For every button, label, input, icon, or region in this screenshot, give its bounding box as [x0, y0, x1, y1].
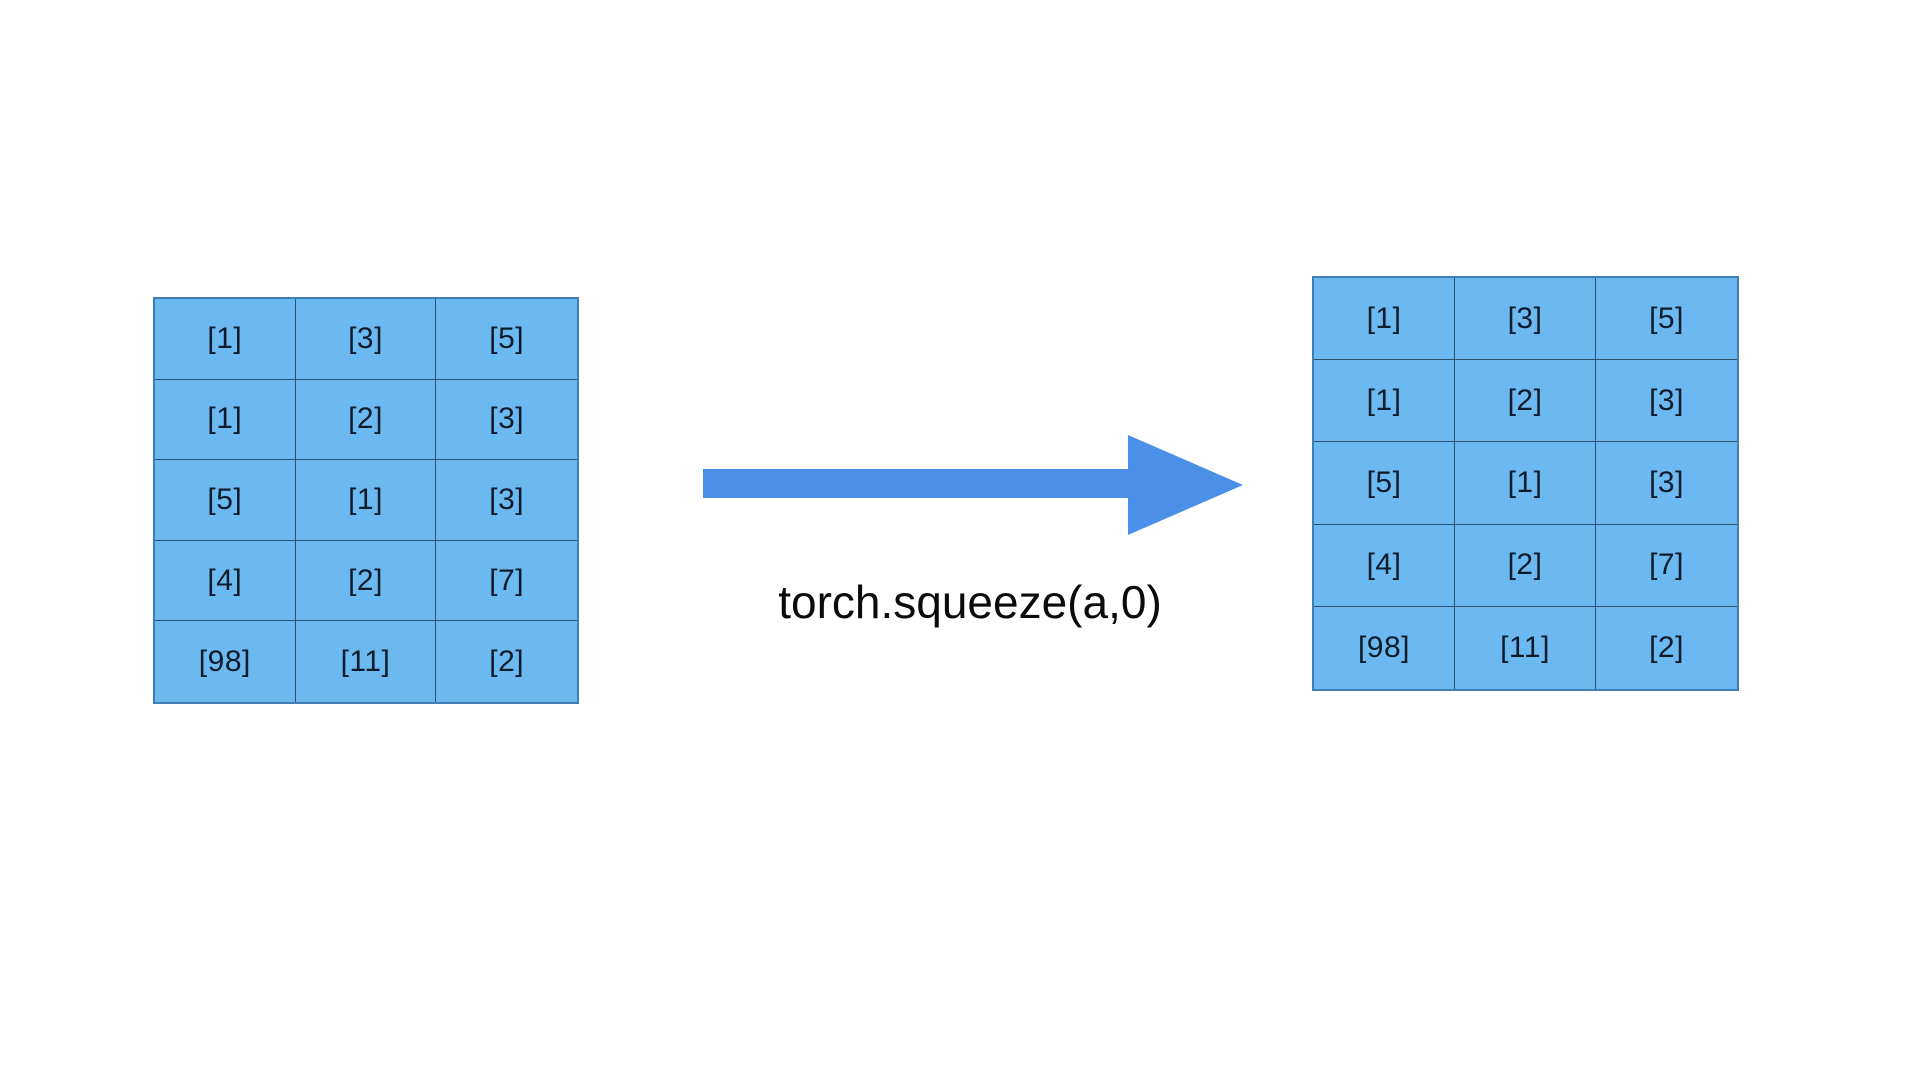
tensor-cell: [7] — [436, 540, 577, 622]
tensor-cell: [3] — [1455, 278, 1596, 361]
tensor-cell: [3] — [1596, 360, 1737, 443]
tensor-cell: [3] — [436, 460, 577, 541]
tensor-cell: [4] — [155, 540, 296, 622]
tensor-cell: [1] — [155, 379, 296, 461]
tensor-cell: [2] — [1596, 606, 1737, 689]
tensor-cell: [5] — [155, 460, 296, 541]
tensor-cell: [2] — [295, 540, 437, 622]
tensor-cell: [3] — [436, 379, 577, 461]
tensor-cell: [2] — [1455, 360, 1596, 443]
tensor-cell: [98] — [1314, 606, 1455, 689]
output-tensor-grid: [1][3][5][1][2][3][5][1][3][4][2][7][98]… — [1312, 276, 1739, 691]
tensor-cell: [1] — [1455, 442, 1596, 525]
tensor-cell: [1] — [155, 299, 296, 380]
tensor-cell: [11] — [295, 621, 437, 702]
tensor-cell: [7] — [1596, 524, 1737, 607]
tensor-cell: [1] — [295, 460, 437, 541]
tensor-cell: [3] — [295, 299, 437, 380]
tensor-cell: [2] — [436, 621, 577, 702]
tensor-cell: [4] — [1314, 524, 1455, 607]
operation-label: torch.squeeze(a,0) — [778, 576, 1162, 628]
tensor-cell: [5] — [436, 299, 577, 380]
transform-arrow — [703, 430, 1243, 540]
right-arrow-icon — [703, 435, 1243, 535]
tensor-cell: [5] — [1314, 442, 1455, 525]
tensor-cell: [11] — [1455, 606, 1596, 689]
tensor-cell: [1] — [1314, 360, 1455, 443]
tensor-cell: [2] — [295, 379, 437, 461]
tensor-cell: [2] — [1455, 524, 1596, 607]
tensor-cell: [98] — [155, 621, 296, 702]
tensor-cell: [1] — [1314, 278, 1455, 361]
tensor-cell: [3] — [1596, 442, 1737, 525]
input-tensor-grid: [1][3][5][1][2][3][5][1][3][4][2][7][98]… — [153, 297, 579, 704]
tensor-cell: [5] — [1596, 278, 1737, 361]
